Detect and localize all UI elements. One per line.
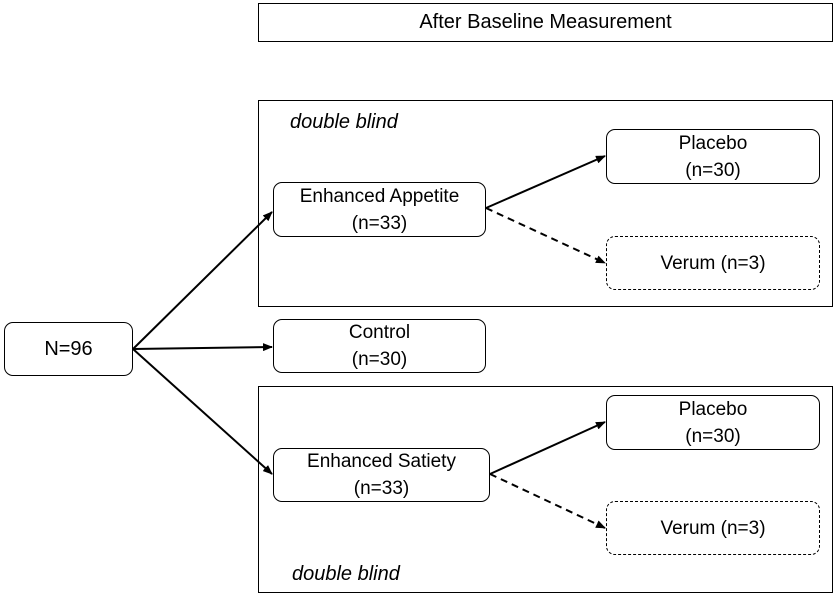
double-blind-caption-top: double blind [290,111,398,133]
node-satiety-verum: Verum (n=3) [606,501,820,555]
node-satiety-verum-label: Verum (n=3) [660,517,766,539]
node-enhanced-appetite-count: (n=33) [351,212,408,234]
node-satiety-placebo: Placebo (n=30) [606,395,820,450]
node-satiety-placebo-label: Placebo [678,398,748,420]
arrow-total-to-appetite [132,211,273,350]
node-appetite-placebo: Placebo (n=30) [606,129,820,184]
node-total-label: N=96 [44,337,93,360]
node-control-count: (n=30) [351,349,408,370]
node-total: N=96 [4,322,133,376]
node-control-label: Control [348,322,411,343]
arrow-total-to-control [132,343,273,352]
node-appetite-placebo-label: Placebo [678,132,748,154]
double-blind-group-bottom [258,386,833,593]
header-after-baseline: After Baseline Measurement [258,3,833,42]
node-satiety-placebo-count: (n=30) [685,425,741,447]
node-appetite-verum: Verum (n=3) [606,236,820,290]
double-blind-group-top [258,100,833,307]
arrow-total-to-satiety [132,348,273,475]
node-enhanced-satiety-count: (n=33) [353,478,410,499]
header-label: After Baseline Measurement [419,11,672,33]
node-appetite-placebo-count: (n=30) [685,159,741,181]
node-enhanced-appetite: Enhanced Appetite (n=33) [273,182,486,237]
node-appetite-verum-label: Verum (n=3) [660,252,766,274]
double-blind-caption-bottom: double blind [292,563,400,585]
node-control: Control (n=30) [273,319,486,373]
node-enhanced-appetite-label: Enhanced Appetite [299,185,460,207]
node-enhanced-satiety: Enhanced Satiety (n=33) [273,448,490,502]
node-enhanced-satiety-label: Enhanced Satiety [307,451,456,472]
